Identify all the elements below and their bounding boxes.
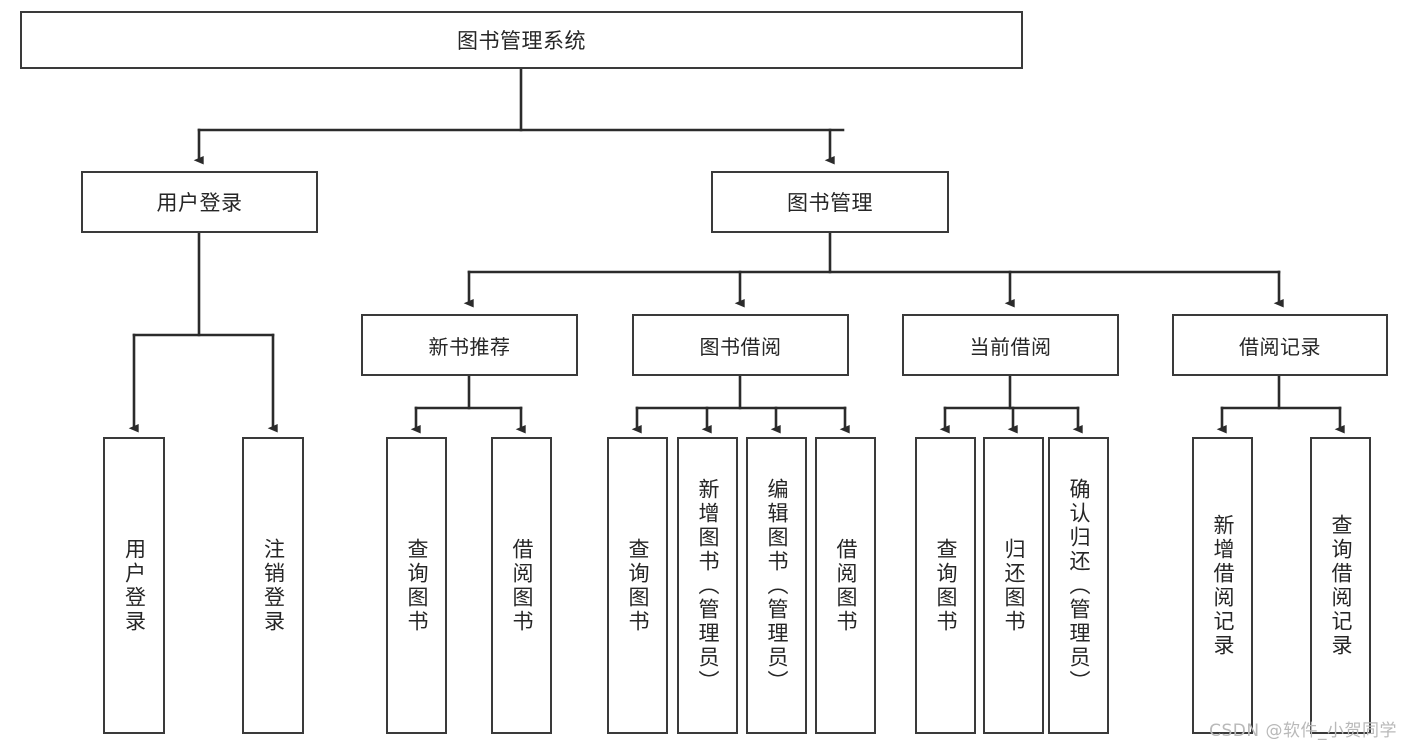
node-leaf-query-book-1-label: 查询图书 [405, 537, 429, 634]
node-borrow-record[interactable]: 借阅记录 [1172, 314, 1388, 376]
node-leaf-return-book[interactable]: 归还图书 [983, 437, 1044, 734]
connector-group-user-login [128, 231, 278, 433]
node-leaf-add-book-label: 新增图书（管理员） [696, 477, 720, 694]
node-borrow-record-label: 借阅记录 [1239, 334, 1321, 359]
node-leaf-query-book-1[interactable]: 查询图书 [386, 437, 447, 734]
connector-group-book-borrow [631, 374, 850, 434]
node-leaf-borrow-book-1[interactable]: 借阅图书 [491, 437, 552, 734]
node-leaf-query-record[interactable]: 查询借阅记录 [1310, 437, 1371, 734]
connector-group-book-manage [463, 231, 1284, 308]
node-user-login-label: 用户登录 [156, 191, 243, 215]
node-leaf-query-record-label: 查询借阅记录 [1329, 513, 1353, 658]
node-book-manage[interactable]: 图书管理 [711, 171, 949, 233]
node-leaf-confirm-return[interactable]: 确认归还（管理员） [1048, 437, 1109, 734]
node-leaf-edit-book-label: 编辑图书（管理员） [765, 477, 789, 694]
node-new-book-recommend-label: 新书推荐 [428, 334, 511, 359]
connector-group-current-borrow [939, 374, 1083, 434]
node-leaf-query-book-2-label: 查询图书 [626, 537, 650, 634]
node-leaf-add-record[interactable]: 新增借阅记录 [1192, 437, 1253, 734]
connector-group-new-book [410, 374, 526, 434]
node-root[interactable]: 图书管理系统 [20, 11, 1023, 69]
node-leaf-add-book[interactable]: 新增图书（管理员） [677, 437, 738, 734]
node-leaf-edit-book[interactable]: 编辑图书（管理员） [746, 437, 807, 734]
node-leaf-user-login[interactable]: 用户登录 [103, 437, 165, 734]
node-leaf-query-book-3-label: 查询图书 [934, 537, 958, 634]
node-leaf-query-book-3[interactable]: 查询图书 [915, 437, 976, 734]
node-leaf-user-logout-label: 注销登录 [261, 537, 286, 634]
node-book-borrow-label: 图书借阅 [699, 334, 782, 359]
node-user-login[interactable]: 用户登录 [81, 171, 318, 233]
node-leaf-user-logout[interactable]: 注销登录 [242, 437, 304, 734]
node-root-label: 图书管理系统 [457, 29, 586, 53]
node-book-manage-label: 图书管理 [787, 191, 873, 215]
node-leaf-add-record-label: 新增借阅记录 [1211, 513, 1235, 658]
node-leaf-return-book-label: 归还图书 [1002, 537, 1026, 634]
node-current-borrow[interactable]: 当前借阅 [902, 314, 1119, 376]
node-new-book-recommend[interactable]: 新书推荐 [361, 314, 578, 376]
node-leaf-confirm-return-label: 确认归还（管理员） [1067, 477, 1091, 694]
node-leaf-query-book-2[interactable]: 查询图书 [607, 437, 668, 734]
node-book-borrow[interactable]: 图书借阅 [632, 314, 849, 376]
node-leaf-borrow-book-2[interactable]: 借阅图书 [815, 437, 876, 734]
node-leaf-borrow-book-2-label: 借阅图书 [834, 537, 858, 634]
node-leaf-user-login-label: 用户登录 [122, 537, 147, 634]
node-current-borrow-label: 当前借阅 [969, 334, 1052, 359]
connector-group-root [193, 68, 845, 165]
connector-group-borrow-record [1216, 374, 1345, 434]
node-leaf-borrow-book-1-label: 借阅图书 [510, 537, 534, 634]
